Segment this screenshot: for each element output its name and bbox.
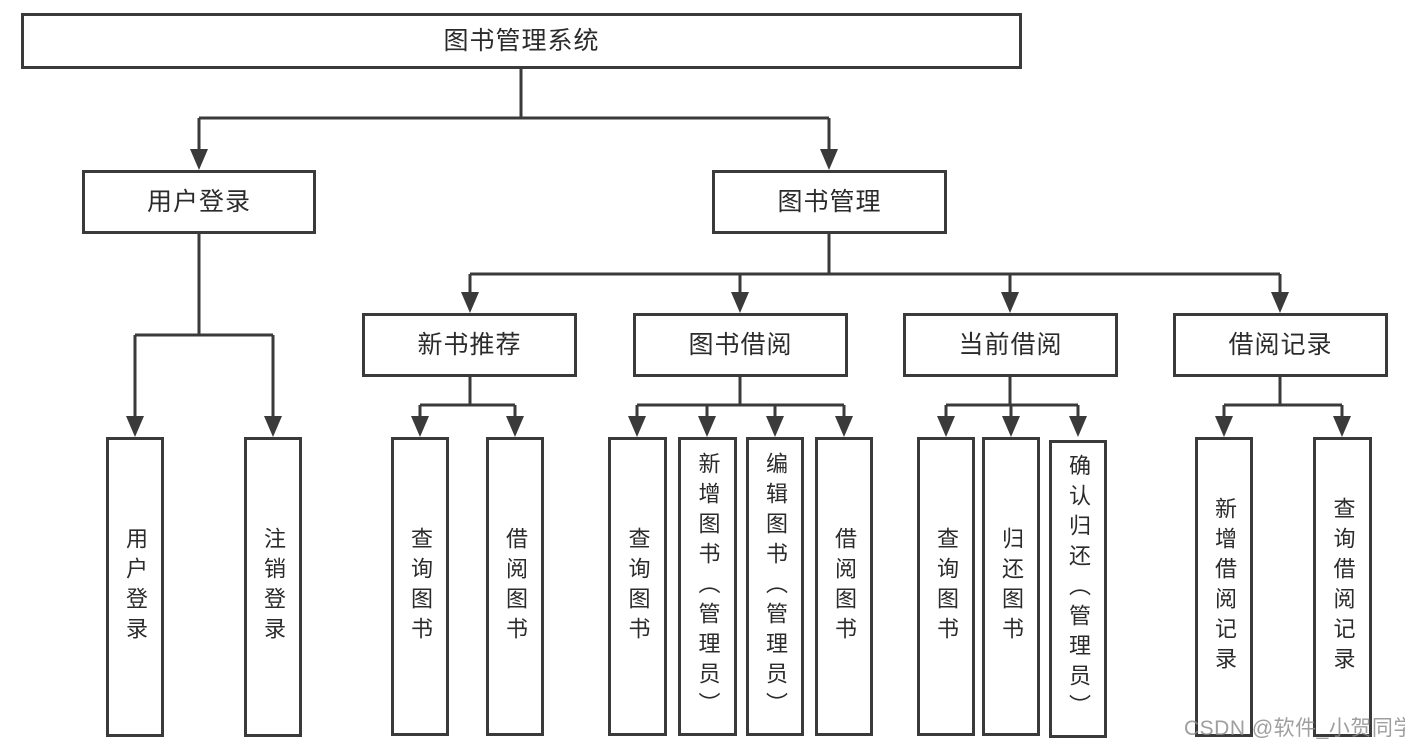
leaf-current-query-book: 查询图书 [917, 437, 975, 736]
node-label: 借阅记录 [1228, 330, 1333, 359]
node-label: 查询借阅记录 [1330, 497, 1356, 677]
node-borrow-records: 借阅记录 [1173, 313, 1388, 377]
leaf-borrow-add-book-admin: 新增图书（管理员） [678, 437, 737, 736]
connector-current-borrow [937, 377, 1087, 437]
leaf-user-login: 用户登录 [106, 437, 164, 737]
node-label: 图书管理系统 [443, 26, 600, 55]
node-label: 查询图书 [625, 526, 651, 647]
node-label: 新增借阅记录 [1212, 497, 1237, 677]
node-label: 归还图书 [999, 526, 1024, 647]
leaf-records-add-record: 新增借阅记录 [1195, 437, 1253, 737]
node-root: 图书管理系统 [21, 13, 1022, 69]
connector-borrow-records [1215, 377, 1351, 437]
node-current-borrow: 当前借阅 [903, 313, 1118, 377]
leaf-borrow-borrow-book: 借阅图书 [815, 437, 873, 736]
node-label: 图书借阅 [688, 330, 793, 359]
node-new-book-recommend: 新书推荐 [362, 313, 577, 377]
node-user-login: 用户登录 [82, 170, 316, 234]
connector-new-book-recommend [411, 377, 524, 437]
connector-book-borrow [628, 377, 853, 437]
node-label: 新书推荐 [417, 330, 522, 359]
node-label: 查询图书 [934, 526, 959, 647]
node-label: 借阅图书 [503, 526, 528, 647]
leaf-borrow-query-book: 查询图书 [608, 437, 667, 736]
leaf-recommend-query-book: 查询图书 [391, 437, 449, 736]
node-label: 查询图书 [408, 526, 433, 647]
node-label: 图书管理 [777, 187, 882, 216]
node-label: 用户登录 [146, 187, 251, 216]
connector-book-management [461, 234, 1289, 313]
node-label: 新增图书（管理员） [695, 451, 721, 722]
node-label: 借阅图书 [832, 526, 857, 647]
node-label: 注销登录 [261, 527, 286, 647]
leaf-current-confirm-return-admin: 确认归还（管理员） [1049, 440, 1107, 738]
node-label: 编辑图书（管理员） [763, 451, 788, 722]
leaf-borrow-edit-book-admin: 编辑图书（管理员） [746, 437, 804, 736]
node-label: 当前借阅 [958, 330, 1063, 359]
leaf-records-query-record: 查询借阅记录 [1313, 437, 1372, 737]
leaf-recommend-borrow-book: 借阅图书 [486, 437, 544, 736]
connector-root [190, 68, 838, 170]
node-book-management: 图书管理 [712, 170, 947, 234]
node-label: 用户登录 [123, 527, 148, 647]
csdn-watermark: CSDN @软件_小贺同学 [1184, 717, 1405, 740]
node-label: 确认归还（管理员） [1066, 454, 1091, 724]
connector-user-login [126, 234, 282, 437]
node-book-borrow: 图书借阅 [633, 313, 848, 377]
leaf-current-return-book: 归还图书 [982, 437, 1040, 736]
leaf-logout-login: 注销登录 [244, 437, 302, 737]
